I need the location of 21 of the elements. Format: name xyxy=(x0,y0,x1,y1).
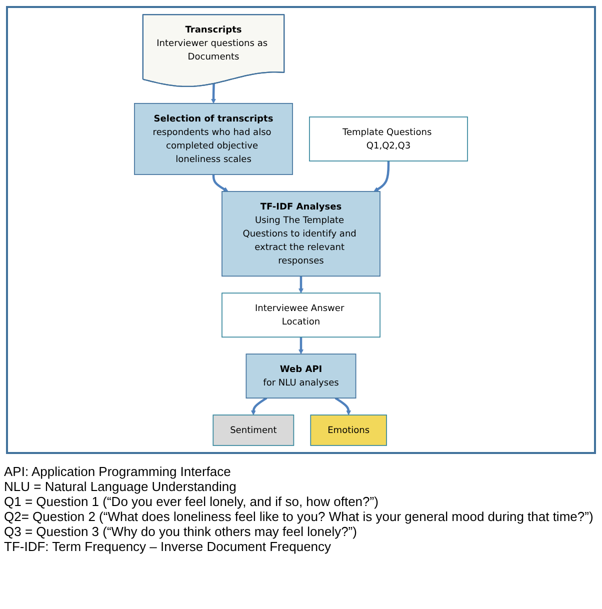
arrow xyxy=(212,174,228,192)
arrow xyxy=(298,337,304,354)
arrow xyxy=(211,84,216,104)
node-box xyxy=(310,414,387,446)
footnote-text: Q3 = Question 3 (“Why do you think others may feel lonely?”) xyxy=(4,524,358,539)
footnote-text: API: Application Programming Interface xyxy=(4,464,232,479)
arrow xyxy=(374,161,390,192)
arrow xyxy=(334,397,352,416)
node-box xyxy=(222,292,380,338)
node-box xyxy=(246,354,356,398)
arrow xyxy=(298,276,304,294)
footnote-text: TF-IDF: Term Frequency – Inverse Document Frequency xyxy=(4,539,332,554)
arrow xyxy=(250,397,268,416)
footnote-text: NLU = Natural Language Understanding xyxy=(4,479,238,494)
node-box xyxy=(222,191,380,277)
footnote-text: Q1 = Question 1 (“Do you ever feel lonely, and if so, how often?”) xyxy=(4,494,380,509)
footnote-text: Q2= Question 2 (“What does loneliness feel like to you? What is your general mood during that time?”) xyxy=(4,509,594,524)
node-box xyxy=(134,103,293,175)
node-box xyxy=(309,116,468,162)
flowchart: Transcripts Interviewer questions as Documents Selection of transcripts respondents who had also completed objective loneliness scales Template Questions Q1,Q2,Q3 TF-IDF Analyses Using The Template Questions to identify and extract the relevant responses Interviewee Answer Location Web API for NLU analyses Sentiment Emotions xyxy=(8,10,594,450)
node-box xyxy=(212,414,294,446)
